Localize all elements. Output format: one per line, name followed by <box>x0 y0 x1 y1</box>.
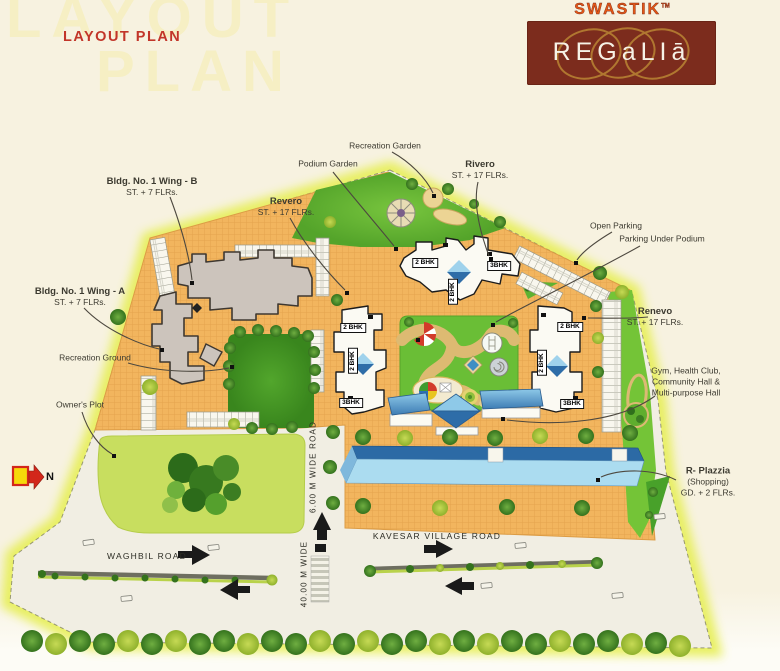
recreation-ground-area <box>228 334 314 428</box>
watermark-plan: PLAN <box>96 39 294 104</box>
north-arrow <box>11 464 45 490</box>
logo-ornament <box>556 27 690 80</box>
watermark-layout: LAYOUT <box>6 0 300 50</box>
label-kavesar-village-road: KAVESAR VILLAGE ROAD <box>372 531 502 541</box>
cars <box>82 513 666 602</box>
unit-label: 2 BHK <box>348 348 358 374</box>
sandbox-pyramid <box>463 355 483 375</box>
pool <box>481 332 503 354</box>
unit-label: 2 BHK <box>557 322 583 332</box>
kavesar-median <box>364 557 603 577</box>
waghbil-median <box>37 570 278 586</box>
label-gym: Gym, Health Club,Community Hall &Multi-p… <box>651 365 721 398</box>
parking-stalls <box>140 236 622 433</box>
label-recreation-garden: Recreation Garden <box>349 140 421 151</box>
label-40m-wide: 40.00 M WIDE <box>299 540 309 608</box>
label-recreation-ground: Recreation Ground <box>59 352 131 363</box>
building-wing-a <box>151 291 223 385</box>
label-parking-under-podium: Parking Under Podium <box>619 233 705 244</box>
brand-swastik: SWASTIKTM <box>527 1 717 19</box>
label-owners-plot: Owner's Plot <box>56 399 104 410</box>
leader-dots <box>112 194 600 482</box>
owners-plot-area <box>97 433 306 534</box>
recreation-garden-area <box>292 172 505 247</box>
page-title: LAYOUT PLAN <box>63 29 182 45</box>
label-6m-wide-road: 6.00 M WIDE ROAD <box>308 420 318 514</box>
trees <box>21 178 691 657</box>
brand-swastik-text: SWASTIK <box>574 1 662 18</box>
unit-label: 2 BHK <box>340 323 366 333</box>
label-r-plazzia: R- Plazzia(Shopping)GD. + 2 FLRs. <box>680 465 736 498</box>
trademark-mark: TM <box>661 3 670 10</box>
logo-regalia: REGaLIā <box>527 21 716 85</box>
unit-label: 3BHK <box>487 261 511 271</box>
logo-regalia-text: REGaLIā <box>552 38 691 66</box>
label-podium-garden: Podium Garden <box>298 158 358 169</box>
spiral-mound <box>489 357 509 377</box>
building-wing-b <box>177 249 313 321</box>
building-r-plazzia <box>340 445 645 487</box>
unit-label: 2 BHK <box>412 258 438 268</box>
playground-umbrella <box>414 322 437 347</box>
tree-cluster <box>162 453 241 515</box>
traffic-arrows <box>178 512 474 600</box>
leader-lines <box>81 151 677 481</box>
north-label: N <box>46 471 54 483</box>
tower-rivero <box>399 235 521 301</box>
green-wedge-southeast <box>645 476 670 536</box>
label-waghbil-road: WAGHBIL ROAD <box>107 551 187 561</box>
unit-label: 3BHK <box>339 398 363 408</box>
label-open-parking: Open Parking <box>590 220 642 231</box>
unit-label: 2 BHK <box>448 279 458 305</box>
pedestrian-crossing <box>310 555 330 603</box>
clubhouse-gym <box>387 388 544 436</box>
unit-label: 2 BHK <box>537 350 547 376</box>
unit-label: 3BHK <box>560 399 584 409</box>
